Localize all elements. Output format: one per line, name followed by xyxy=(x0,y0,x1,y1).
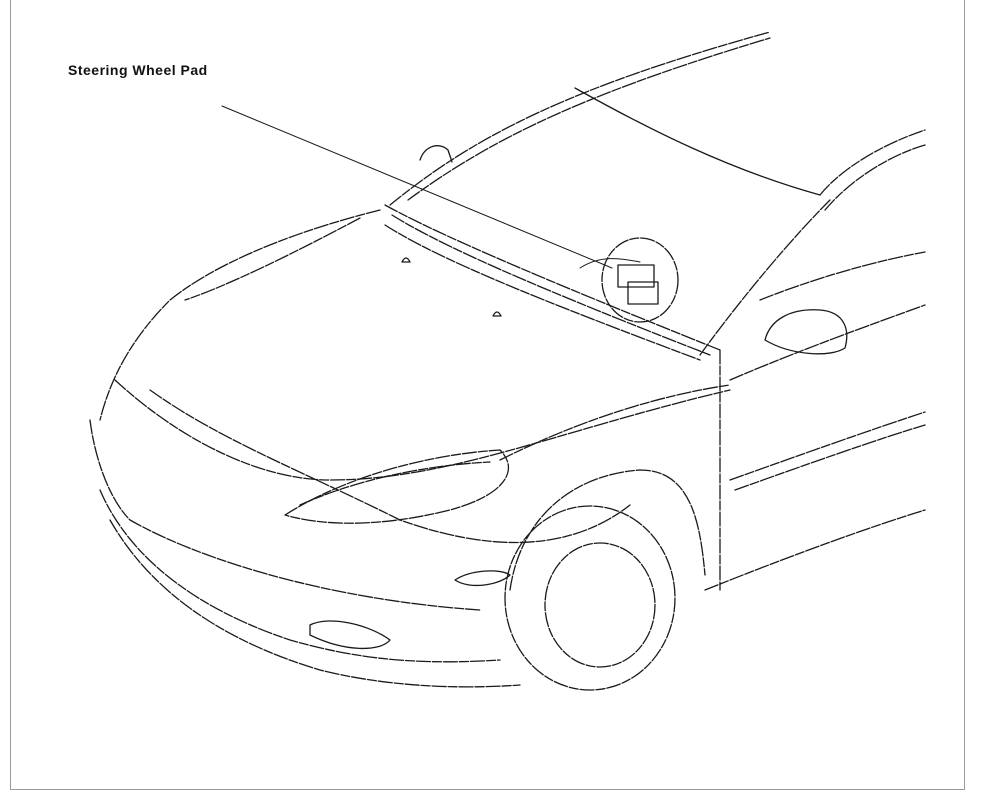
cowl-line-lower xyxy=(384,224,701,361)
bumper-lower xyxy=(99,489,501,663)
diagram-frame xyxy=(10,0,965,790)
door-mirror xyxy=(764,309,848,355)
windshield-base xyxy=(384,204,721,351)
hood-lower-edge xyxy=(114,379,731,481)
bumper-upper xyxy=(89,419,481,611)
cowl-line xyxy=(391,214,711,356)
a-pillar-lower xyxy=(699,199,831,356)
headlight xyxy=(284,449,510,524)
a-pillar xyxy=(819,129,926,196)
steering-wheel-pad-component xyxy=(579,237,679,323)
hood-crease xyxy=(184,217,361,301)
hood-center-crease xyxy=(149,389,631,544)
roof-edge-inner xyxy=(407,37,771,201)
headlight-inner xyxy=(299,461,491,506)
windshield-top xyxy=(574,87,821,196)
roof-edge xyxy=(389,31,771,206)
rocker-panel xyxy=(704,509,926,591)
bumper-base xyxy=(109,519,521,688)
front-wheel-rim xyxy=(544,542,656,668)
hood-leading-edge xyxy=(99,209,381,421)
a-pillar-inner xyxy=(824,144,926,211)
belt-line xyxy=(729,304,926,381)
fender-line xyxy=(499,384,731,461)
callout-leader-line xyxy=(221,105,613,269)
washer-nozzle-1 xyxy=(401,257,411,263)
body-side-molding-2 xyxy=(734,424,926,491)
window-lower xyxy=(759,251,926,301)
wheel-arch xyxy=(509,469,706,591)
fog-lamp xyxy=(309,620,391,650)
front-tire xyxy=(504,505,676,691)
rear-view-mirror xyxy=(419,145,453,163)
body-side-molding xyxy=(729,411,926,481)
side-marker xyxy=(454,570,511,587)
washer-nozzle-2 xyxy=(492,311,502,317)
callout-label: Steering Wheel Pad xyxy=(68,62,208,78)
